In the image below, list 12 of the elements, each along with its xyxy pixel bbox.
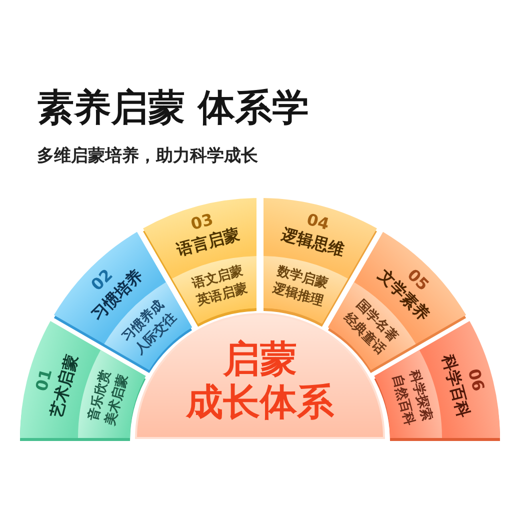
page-title: 素养启蒙 体系学 — [37, 88, 309, 129]
center-title: 启蒙成长体系 — [184, 338, 335, 424]
segment-text: 国学名著经典童话 — [340, 297, 401, 360]
segment-number: 04 — [304, 210, 332, 233]
subtitle: 多维启蒙培养，助力科学成长 — [37, 146, 258, 166]
segment-text: 科学探索自然百科 — [388, 367, 436, 429]
segment-number: 03 — [188, 210, 216, 233]
segment-number: 06 — [465, 366, 488, 394]
segment-text: 音乐欣赏美术启蒙 — [84, 367, 132, 429]
segment-text: 数学启蒙逻辑推理 — [270, 262, 331, 312]
segment-number: 01 — [32, 366, 55, 394]
segment-text: 语文启蒙英语启蒙 — [189, 262, 250, 312]
